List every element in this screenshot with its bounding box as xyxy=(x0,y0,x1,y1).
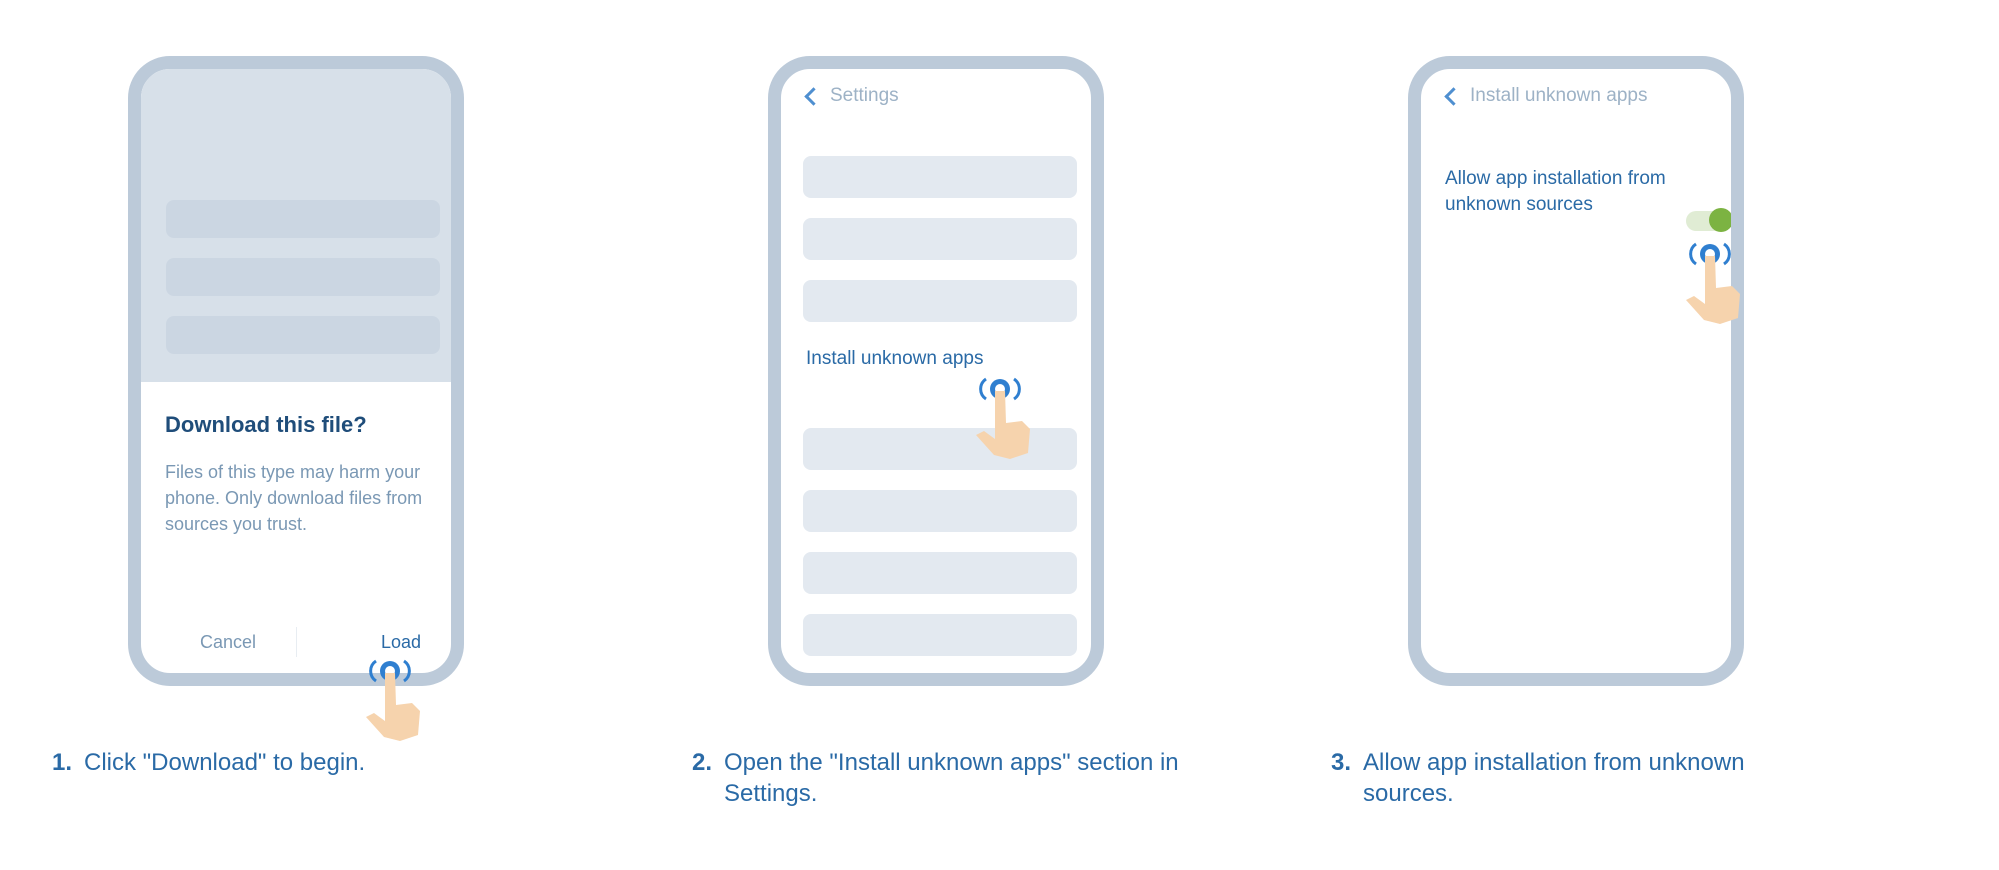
placeholder-row xyxy=(166,258,440,296)
tap-hand-icon xyxy=(1686,242,1740,324)
step-text: Open the "Install unknown apps" section … xyxy=(724,749,1179,807)
step-number: 1. xyxy=(52,749,73,776)
back-label: Settings xyxy=(830,85,899,106)
dialog-message: Files of this type may harm your phone. … xyxy=(165,462,423,534)
chevron-left-icon xyxy=(804,86,823,106)
settings-row[interactable] xyxy=(803,218,1077,260)
placeholder-row xyxy=(166,200,440,238)
back-navigation[interactable]: Settings xyxy=(803,85,899,107)
settings-row[interactable] xyxy=(803,280,1077,322)
dimmed-background xyxy=(141,69,451,382)
back-navigation[interactable]: Install unknown apps xyxy=(1443,85,1647,107)
button-divider xyxy=(296,627,297,657)
step-text: Allow app installation from unknown sour… xyxy=(1363,749,1745,807)
tap-hand-icon xyxy=(976,377,1030,459)
back-label: Install unknown apps xyxy=(1470,85,1648,106)
toggle-knob xyxy=(1709,208,1731,232)
tap-hand-icon xyxy=(366,659,420,741)
settings-row[interactable] xyxy=(803,552,1077,594)
install-unknown-apps-item[interactable]: Install unknown apps xyxy=(806,348,984,369)
step-text: Click "Download" to begin. xyxy=(84,749,366,776)
allow-install-label: Allow app installation from unknown sour… xyxy=(1445,168,1666,215)
step-number: 2. xyxy=(692,749,713,776)
phone-mockup-3: Install unknown apps Allow app installat… xyxy=(1408,56,1744,686)
cancel-button[interactable]: Cancel xyxy=(200,632,257,652)
settings-row[interactable] xyxy=(803,156,1077,198)
load-button[interactable]: Load xyxy=(381,632,422,652)
phone-mockup-2: Settings Install unknown apps xyxy=(768,56,1104,686)
phone-mockup-1: Download this file? Files of this type m… xyxy=(128,56,464,686)
settings-row[interactable] xyxy=(803,490,1077,532)
settings-row[interactable] xyxy=(803,614,1077,656)
placeholder-row xyxy=(166,316,440,354)
chevron-left-icon xyxy=(1444,86,1463,106)
step-number: 3. xyxy=(1331,749,1352,776)
dialog-title: Download this file? xyxy=(165,412,367,437)
settings-row[interactable] xyxy=(803,428,1077,470)
